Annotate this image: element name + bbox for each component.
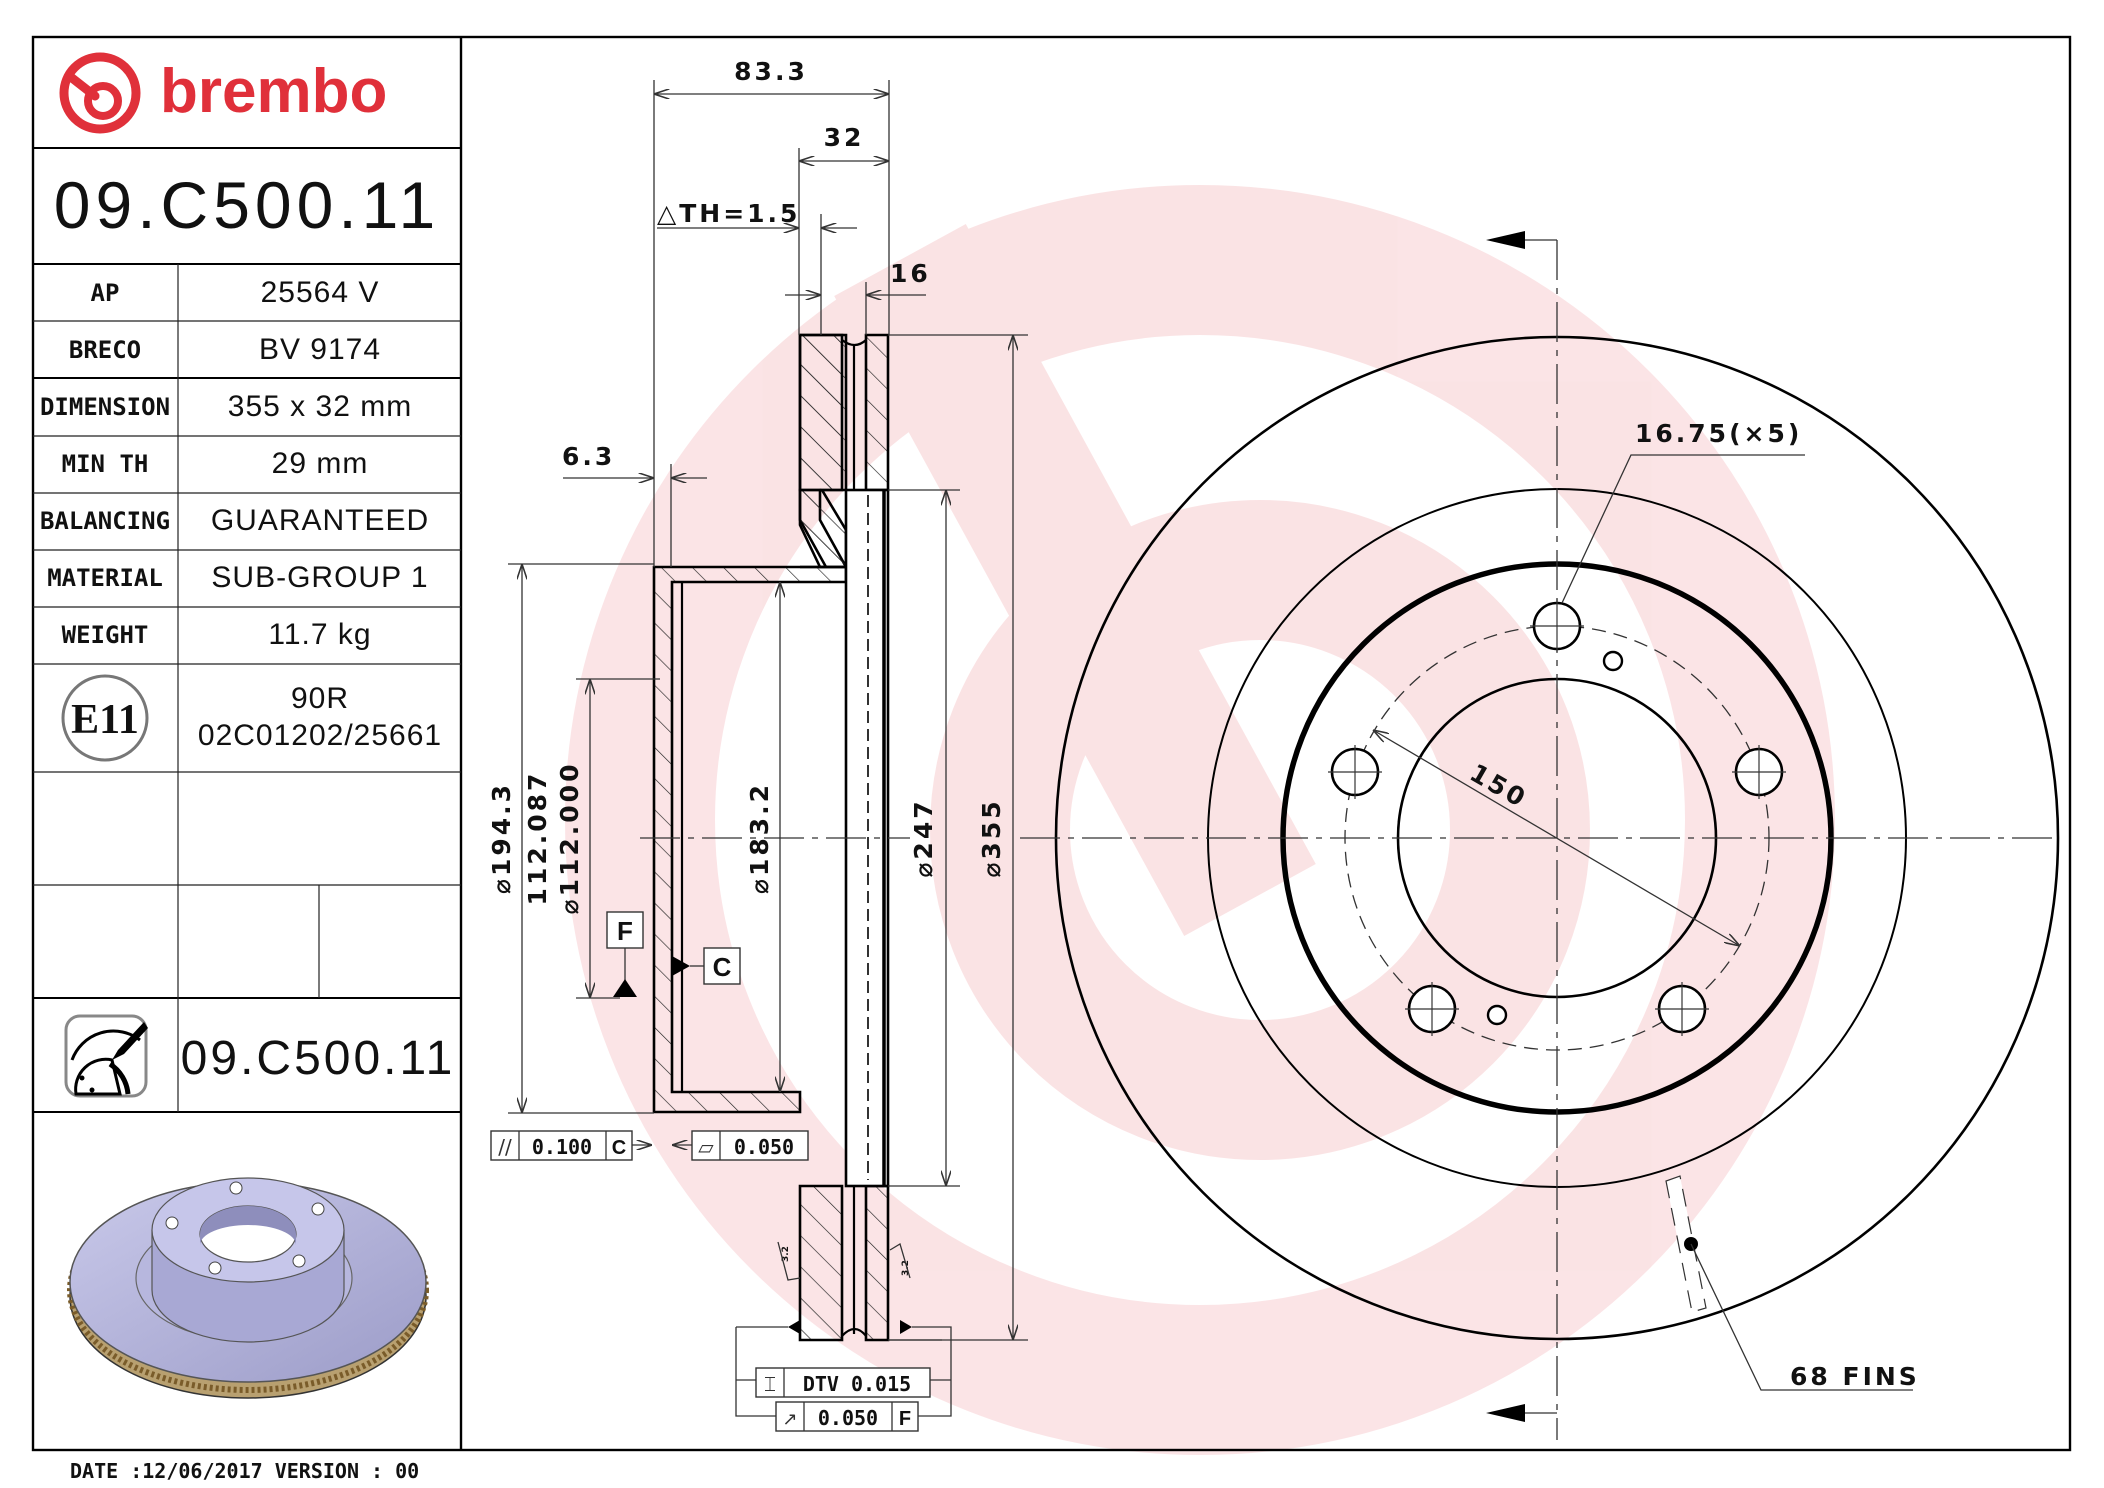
watermark-logo: [565, 185, 1835, 1455]
section-view: 83.3 32 △TH=1.5 16 6.3 ⌀194.3 112.087 ⌀1…: [487, 57, 1028, 1432]
dim-delta-th: △TH=1.5: [657, 199, 800, 228]
spec-label-min-th: MIN TH: [62, 450, 149, 478]
dim-outer-plate: 16: [890, 259, 931, 288]
spec-table: AP 25564 V BRECO BV 9174 DIMENSION 355 x…: [40, 276, 429, 651]
bolt-hole-callout: 16.75(×5): [1635, 419, 1802, 448]
roughness-left: 3.2: [781, 1246, 791, 1262]
flatness-value: 0.050: [734, 1135, 794, 1159]
dim-hat-wall: 6.3: [562, 442, 615, 471]
roughness-right: 3.2: [901, 1260, 911, 1276]
icon-row-part-number: 09.C500.11: [181, 1032, 456, 1085]
dtv-tolerance-frame: ⌶ DTV 0.015: [755, 1367, 931, 1398]
title-block: [33, 37, 463, 1450]
flatness-tolerance-frame: ▱ 0.050: [672, 1130, 809, 1161]
dim-d112-lower: ⌀112.000: [555, 762, 584, 915]
approval-code: 90R: [291, 682, 349, 715]
spec-value-weight: 11.7 kg: [268, 618, 371, 651]
footer-date-version: DATE :12/06/2017 VERSION : 00: [70, 1459, 419, 1483]
brembo-logo: brembo: [59, 52, 387, 134]
dtv-value: DTV 0.015: [803, 1372, 911, 1396]
dim-d183: ⌀183.2: [745, 782, 774, 894]
dim-overall-height: 83.3: [734, 57, 808, 86]
dim-d194: ⌀194.3: [487, 782, 516, 894]
runout-tolerance-frame: ↗ 0.050 F: [775, 1401, 919, 1432]
parallelism-datum: C: [612, 1137, 626, 1159]
runout-symbol: ↗: [782, 1409, 797, 1430]
dtv-symbol: ⌶: [764, 1372, 776, 1396]
e11-approval-mark: E11: [61, 674, 149, 762]
dim-d247: ⌀247: [909, 798, 938, 877]
spec-label-material: MATERIAL: [47, 564, 163, 592]
approval-mark-label: E11: [71, 697, 139, 743]
dim-d355: ⌀355: [977, 798, 1006, 877]
spec-value-material: SUB-GROUP 1: [211, 561, 428, 594]
spec-value-breco: BV 9174: [259, 333, 381, 366]
dim-thickness: 32: [824, 123, 865, 152]
datum-f: F: [617, 916, 633, 946]
parallelism-tolerance-frame: // 0.100 C: [490, 1130, 652, 1161]
parallelism-value: 0.100: [532, 1135, 592, 1159]
brake-disc-measure-icon: [64, 1014, 148, 1098]
approval-number: 02C01202/25661: [198, 719, 442, 752]
flatness-symbol: ▱: [698, 1135, 714, 1159]
spec-value-ap: 25564 V: [261, 276, 380, 309]
spec-label-ap: AP: [91, 279, 120, 307]
spec-label-weight: WEIGHT: [62, 621, 149, 649]
parallelism-symbol: //: [498, 1135, 512, 1159]
fins-callout: 68 FINS: [1790, 1362, 1920, 1391]
runout-value: 0.050: [818, 1406, 878, 1430]
part-number-title: 09.C500.11: [54, 168, 440, 242]
brand-name: brembo: [160, 57, 387, 126]
spec-value-balancing: GUARANTEED: [211, 504, 429, 537]
spec-value-dimension: 355 x 32 mm: [228, 390, 412, 423]
spec-label-balancing: BALANCING: [40, 507, 170, 535]
dim-d112-upper: 112.087: [523, 771, 552, 906]
spec-label-breco: BRECO: [69, 336, 141, 364]
runout-datum: F: [899, 1408, 911, 1430]
datum-c: C: [713, 952, 732, 982]
spec-label-dimension: DIMENSION: [40, 393, 170, 421]
brake-disc-3d-render: [67, 1177, 429, 1399]
spec-value-min-th: 29 mm: [272, 447, 369, 480]
drawing-frame: [31, 35, 2072, 1452]
